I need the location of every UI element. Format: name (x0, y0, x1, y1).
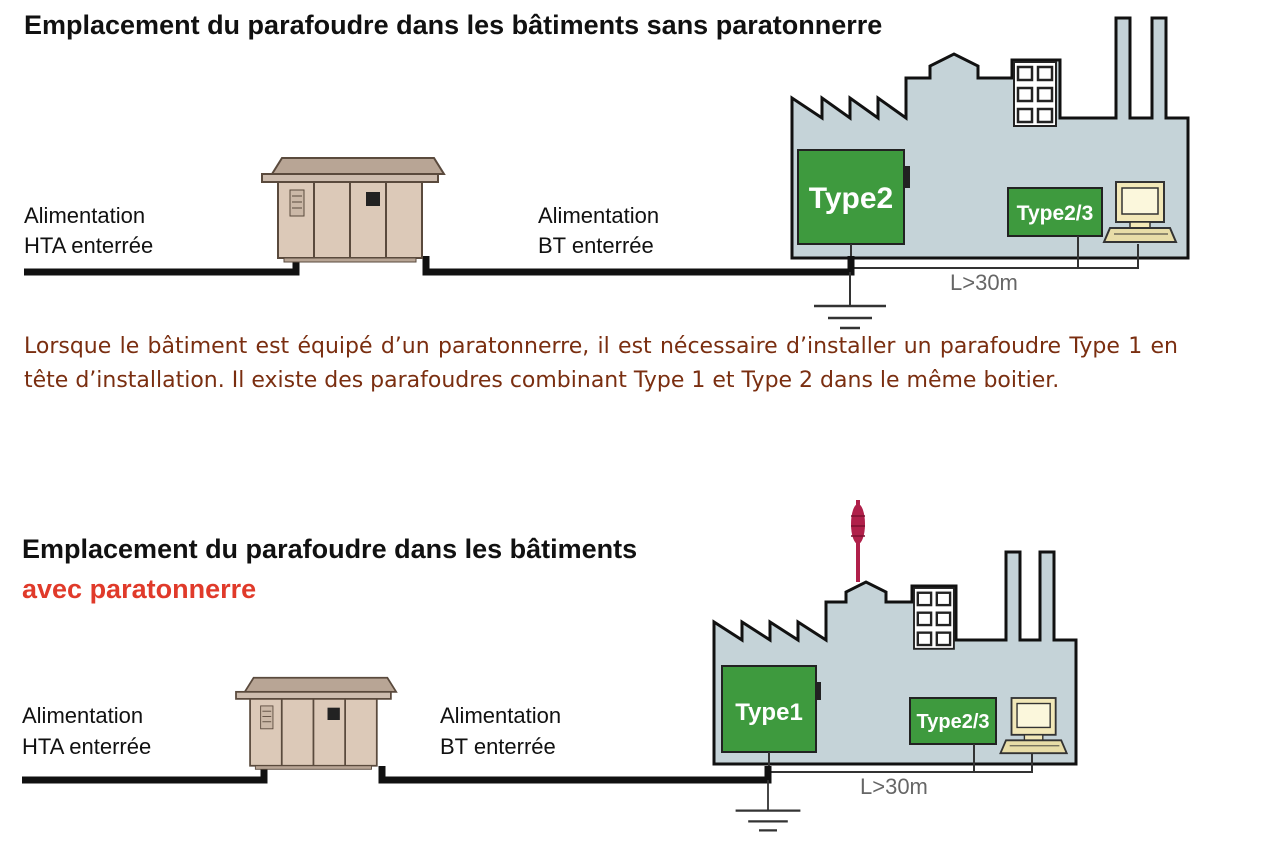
bt-label-line2-top: BT enterrée (538, 233, 654, 258)
type1-device (721, 665, 821, 753)
substation-icon-top (261, 157, 445, 263)
bottom-title-line1: Emplacement du parafoudre dans les bâtim… (22, 534, 637, 564)
distance-label-top: L>30m (950, 270, 1018, 295)
type1-label: Type1 (735, 699, 803, 726)
distance-label-bottom: L>30m (860, 774, 928, 799)
bt-label-line1-bottom: Alimentation (440, 703, 561, 728)
type2-3-device-top (1007, 187, 1103, 237)
hta-label-line1-bottom: Alimentation (22, 703, 143, 728)
top-title: Emplacement du parafoudre dans les bâtim… (24, 10, 882, 40)
type2-3-device-bottom (909, 697, 997, 745)
supply-cable-bottom (22, 766, 772, 784)
bt-label-line2-bottom: BT enterrée (440, 734, 556, 759)
bt-label-line1-top: Alimentation (538, 203, 659, 228)
hta-label-line2-bottom: HTA enterrée (22, 734, 151, 759)
windows-icon-top (1012, 60, 1058, 128)
type2-3-label-top: Type2/3 (1017, 202, 1094, 225)
lightning-rod-icon (851, 500, 865, 582)
hta-label-line2-top: HTA enterrée (24, 233, 153, 258)
bottom-title-line2: avec paratonnerre (22, 574, 256, 604)
ground-symbol-bottom (734, 778, 802, 832)
supply-cable-top (24, 256, 855, 276)
type2-device (797, 149, 910, 245)
hta-label-line1-top: Alimentation (24, 203, 145, 228)
type2-label: Type2 (809, 182, 893, 215)
explanation-paragraph: Lorsque le bâtiment est équipé d’un para… (24, 334, 1178, 393)
ground-symbol-top (812, 270, 888, 330)
windows-icon-bottom (912, 586, 956, 650)
type2-3-label-bottom: Type2/3 (917, 711, 990, 733)
substation-icon-bottom (235, 676, 398, 771)
